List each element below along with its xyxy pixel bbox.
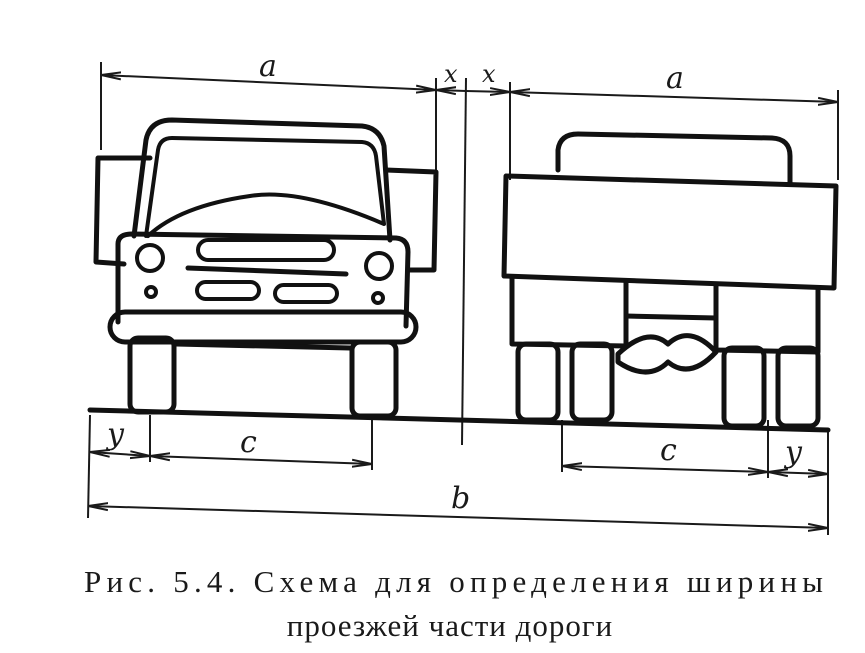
rear-truck-mudguard-left (509, 275, 629, 349)
label-y-right: y (783, 435, 803, 470)
dimension-b (88, 506, 828, 528)
front-truck-fog-lamp-right (371, 291, 385, 305)
front-truck-fog-lamp-left (144, 285, 158, 299)
rear-truck-cab-outline (555, 131, 793, 187)
extension-line-b-left (87, 414, 91, 519)
label-c-right: c (660, 433, 677, 468)
label-y-left: y (105, 417, 125, 452)
front-truck-headlight-right (364, 251, 394, 281)
rear-truck-wheel-right-outer (775, 345, 821, 429)
figure-caption-line-1: Рис. 5.4. Схема для определения ширины (84, 564, 824, 599)
rear-truck-chassis (623, 313, 719, 321)
front-truck-bumper (107, 309, 419, 345)
front-truck-hood (115, 231, 411, 329)
front-truck-grille-lower-right (273, 283, 339, 304)
dimension-x-left (436, 90, 467, 91)
front-truck-grille-upper (196, 238, 336, 262)
front-truck-grille-lower-left (195, 280, 261, 301)
front-truck-axle (173, 341, 353, 351)
rear-truck-mudguard-right (713, 283, 821, 355)
rear-truck-cargo-body (501, 173, 839, 291)
figure-caption-line-2: проезжей части дороги (287, 608, 613, 643)
dimension-c-right (562, 466, 768, 472)
front-truck-headlight-left (135, 243, 165, 273)
front-truck-grille-bar (185, 265, 349, 277)
dimension-a-right (510, 92, 838, 102)
front-truck-wheel-left (127, 335, 177, 415)
label-c-left: c (240, 425, 257, 460)
dimension-lines (87, 62, 839, 535)
truck-front-view (93, 117, 439, 419)
front-truck-body-left-side (93, 155, 153, 267)
label-a-left: a (259, 49, 277, 84)
rear-truck-differential (615, 333, 719, 375)
rear-truck-wheel-right-inner (721, 345, 767, 429)
dimension-y-left (90, 452, 150, 456)
front-truck-cab (131, 117, 393, 243)
front-truck-body-right-side (383, 167, 439, 273)
rear-truck-wheel-left-outer (515, 341, 561, 423)
dimension-a-left (101, 75, 436, 90)
label-x-right: x (482, 60, 496, 88)
truck-rear-view (501, 131, 839, 429)
front-truck-windshield (144, 136, 386, 238)
dimension-y-right (768, 472, 828, 474)
road-centre-line (461, 77, 467, 446)
front-truck-wheel-right (349, 339, 399, 419)
label-b: b (451, 481, 470, 516)
label-a-right: a (666, 61, 684, 96)
dimension-x-right (465, 91, 510, 92)
road-surface-line (87, 407, 831, 433)
label-x-left: x (444, 60, 458, 88)
rear-truck-wheel-left-inner (569, 341, 615, 423)
dimension-c-left (150, 456, 372, 464)
